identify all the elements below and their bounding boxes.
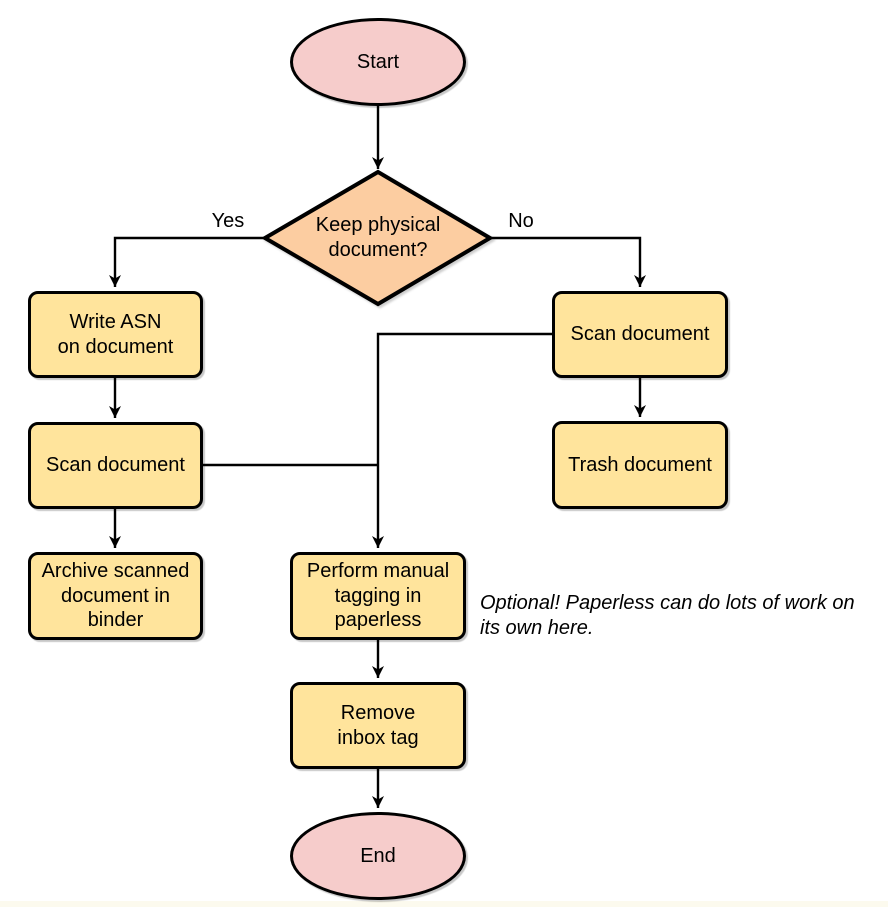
bottom-edge-strip bbox=[0, 901, 888, 907]
node-manual-tagging: Perform manual tagging in paperless bbox=[290, 552, 466, 640]
node-scan-document-left: Scan document bbox=[28, 422, 203, 509]
connector-decision-no-to-scan-right bbox=[490, 236, 646, 287]
node-archive-binder: Archive scanned document in binder bbox=[28, 552, 203, 640]
connector-scan-right-to-tagging bbox=[372, 332, 552, 548]
node-start: Start bbox=[290, 18, 466, 106]
node-end: End bbox=[290, 812, 466, 900]
node-decision-shape bbox=[261, 169, 494, 307]
node-remove-inbox-tag: Remove inbox tag bbox=[290, 682, 466, 769]
node-decision-label: Keep physical document? bbox=[315, 214, 441, 261]
node-trash-document: Trash document bbox=[552, 421, 728, 509]
annotation-optional-note: Optional! Paperless can do lots of work … bbox=[480, 592, 855, 640]
edge-label-no: No bbox=[508, 210, 534, 232]
node-scan-document-right: Scan document bbox=[552, 291, 728, 378]
connector-decision-yes-to-write-asn bbox=[109, 236, 265, 287]
edge-label-yes: Yes bbox=[211, 210, 245, 232]
node-write-asn: Write ASN on document bbox=[28, 291, 203, 378]
